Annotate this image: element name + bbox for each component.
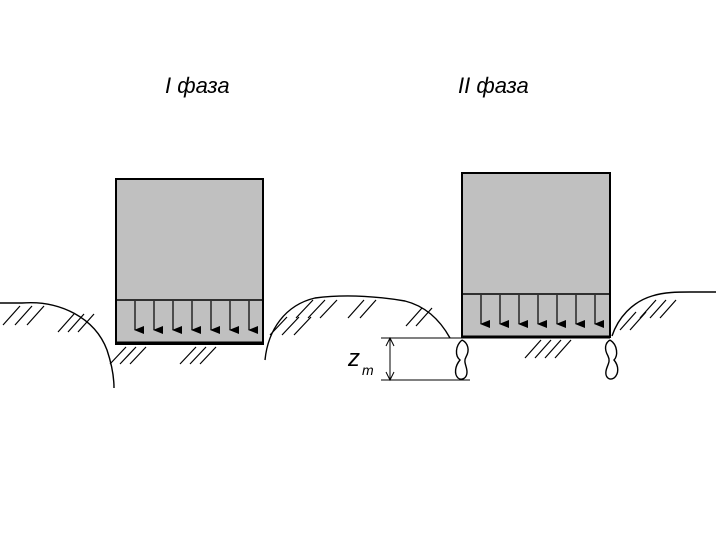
settlement-subscript: m: [362, 362, 374, 378]
phase-1-group: [0, 178, 451, 389]
phase-2-label: II фаза: [458, 73, 529, 98]
ground-hatching-base-2: [524, 339, 572, 359]
ground-surface-middle: [264, 295, 451, 361]
ground-hatching-middle: [269, 299, 433, 336]
pressure-arrows-2: [480, 295, 604, 328]
foundation-block-1: [115, 178, 264, 345]
ground-hatching-left: [2, 305, 217, 365]
foundation-block-2: [461, 172, 611, 338]
ground-surface-right: [611, 291, 716, 337]
phase-1-label: I фаза: [165, 73, 230, 98]
plastic-zone-right: [604, 339, 619, 380]
phase-2-group: z m: [347, 172, 716, 382]
settlement-dimension: [381, 336, 470, 382]
pressure-arrows-1: [134, 301, 258, 334]
ground-hatching-right: [619, 299, 677, 331]
settlement-symbol: z: [347, 345, 360, 372]
plastic-zone-left: [454, 339, 469, 380]
ground-surface-left: [0, 301, 115, 389]
